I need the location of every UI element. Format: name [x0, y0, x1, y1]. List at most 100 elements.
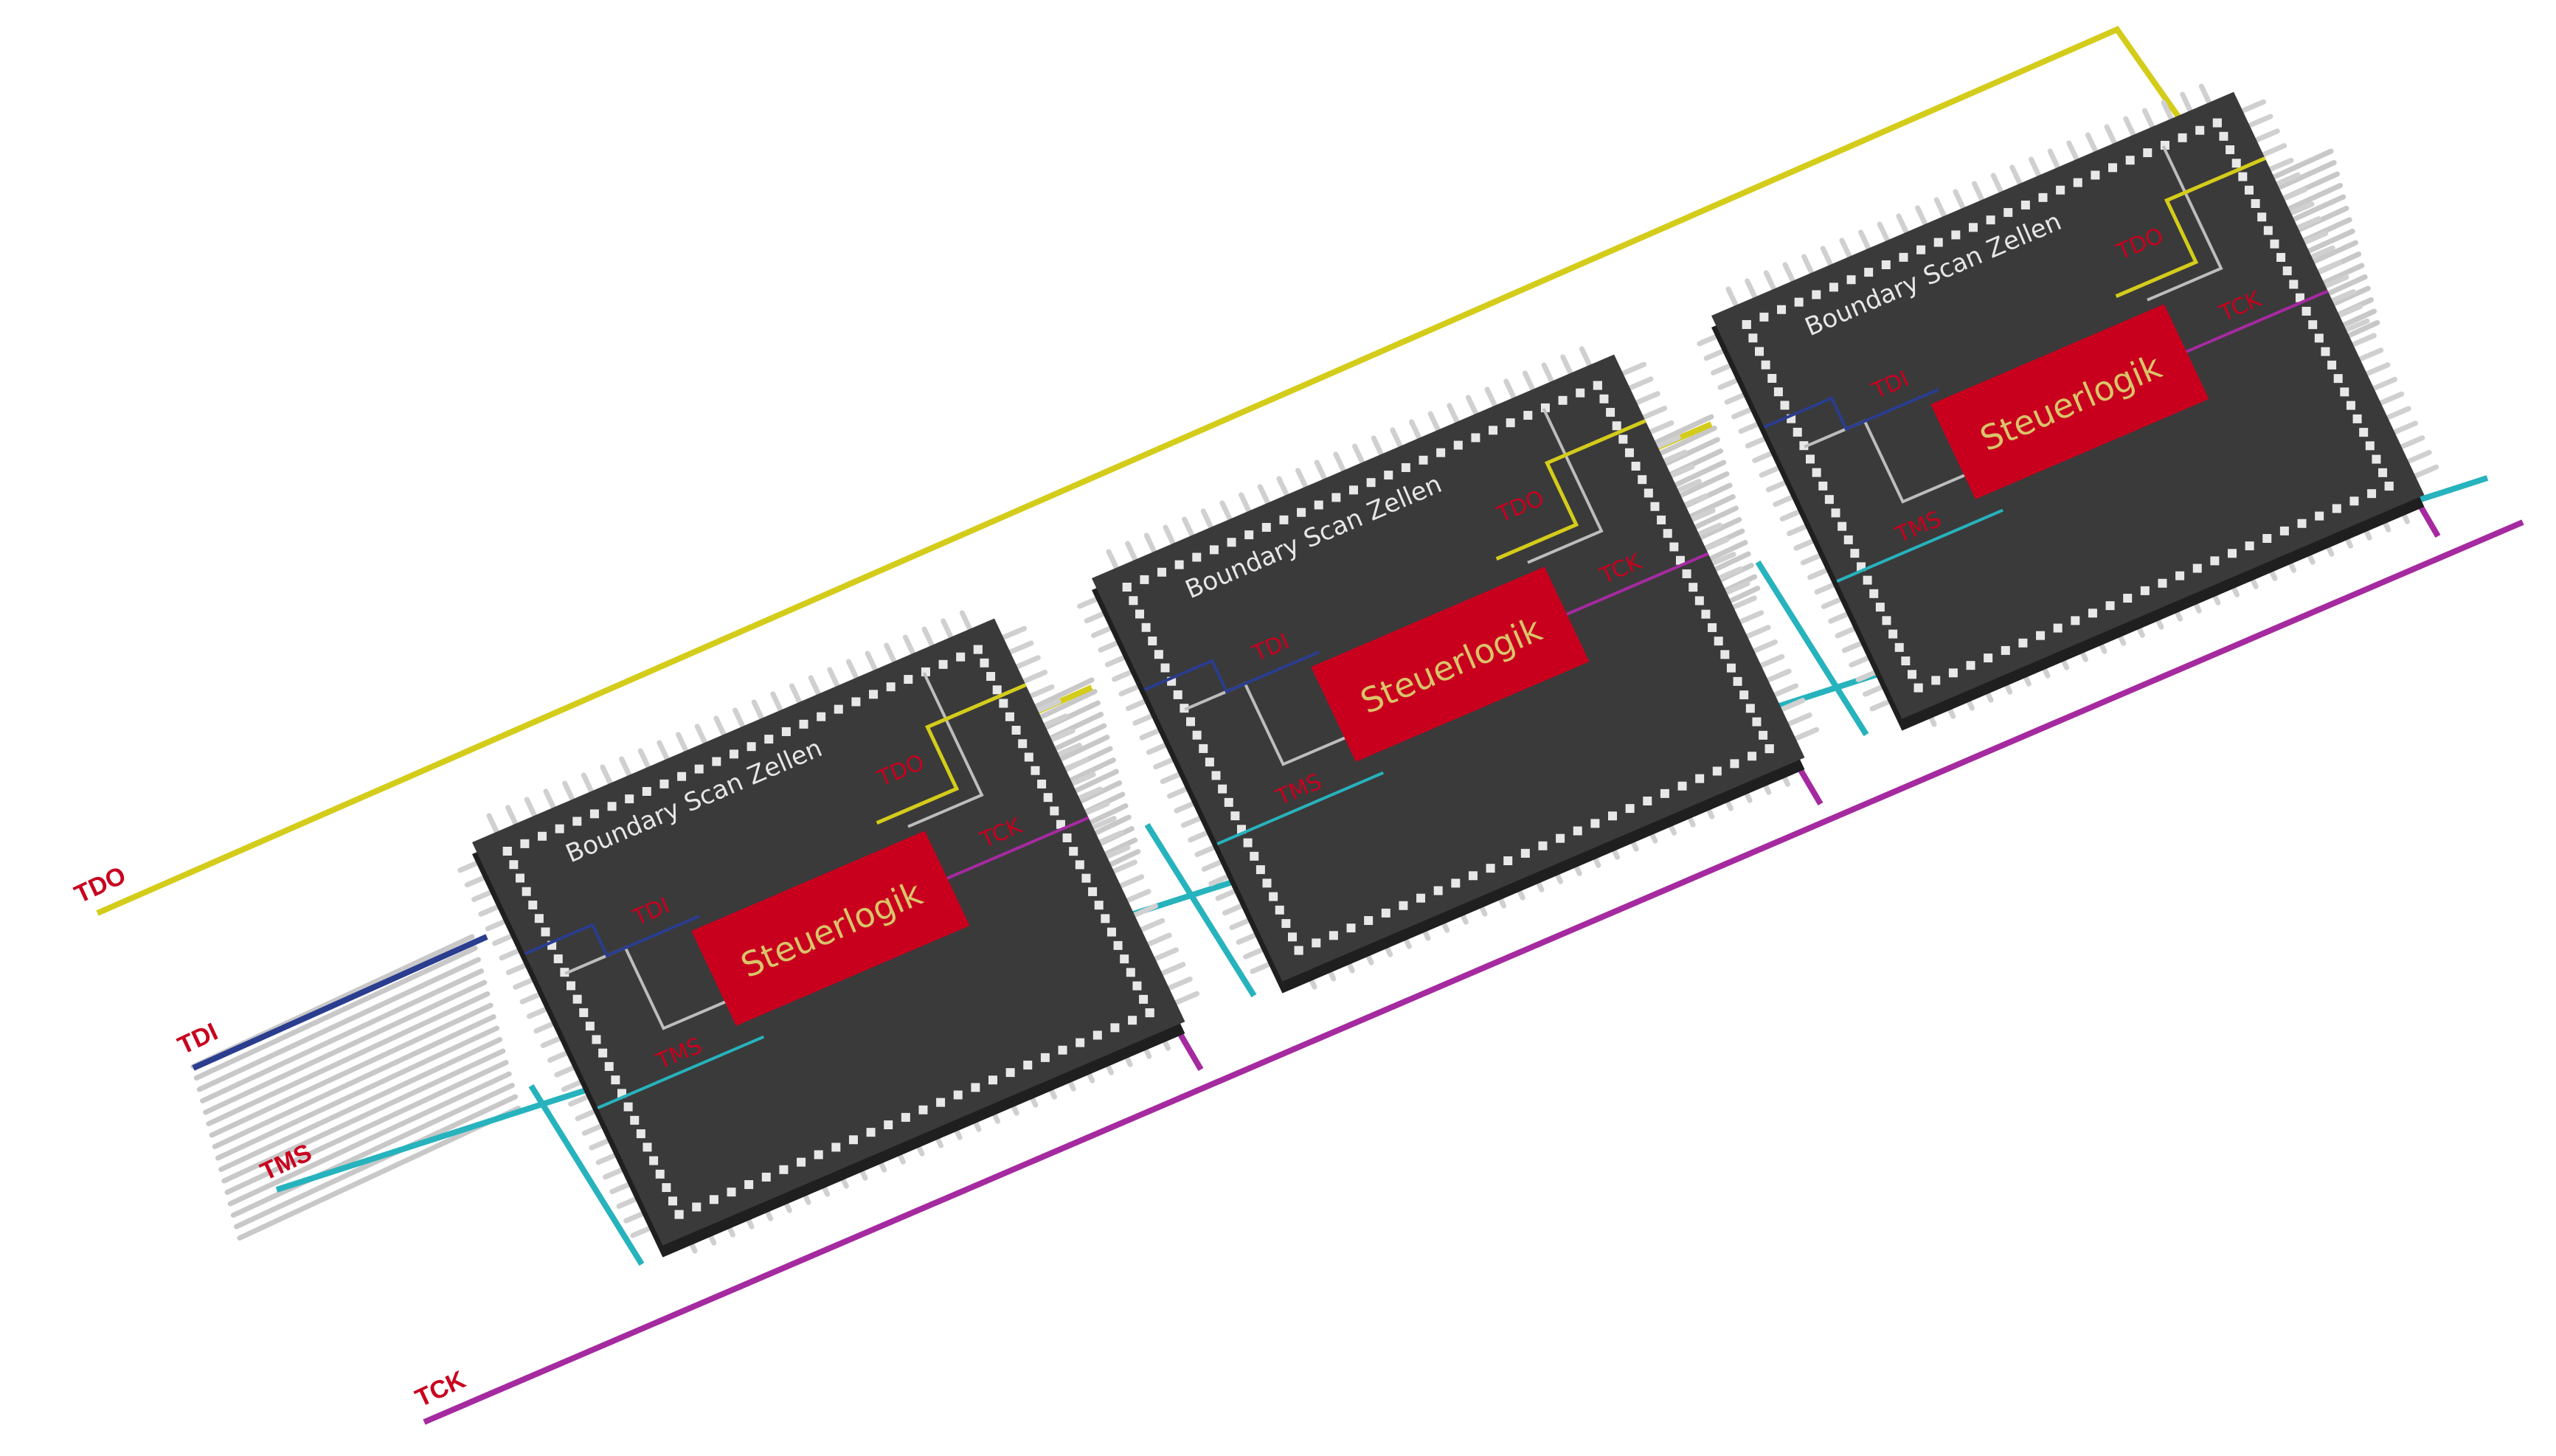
scan-cell — [1120, 954, 1129, 964]
chip-pin — [1125, 889, 1151, 904]
scan-cell — [1043, 793, 1053, 802]
scan-cell — [1433, 886, 1443, 895]
chip-pin — [1522, 370, 1536, 392]
scan-cell — [973, 645, 983, 654]
chip-pin — [1146, 932, 1172, 947]
chip-pin — [921, 626, 935, 648]
inner-tdo-trace — [2115, 156, 2266, 298]
scan-cell — [1916, 245, 1926, 254]
scan-cell — [1075, 860, 1084, 870]
chip-pin — [1915, 205, 1928, 227]
chip-pin — [2281, 187, 2308, 201]
scan-cell — [555, 824, 564, 833]
scan-cell — [1907, 670, 1916, 679]
scan-cell — [1076, 1038, 1085, 1047]
chip-pin — [1763, 270, 1777, 292]
scan-cell — [1689, 583, 1698, 592]
scan-cell — [727, 1188, 736, 1197]
scan-cell — [2143, 148, 2152, 158]
chip-pin — [1990, 173, 2004, 195]
scan-cell — [712, 757, 721, 766]
chip-pin — [1745, 278, 1758, 300]
scan-cell — [1864, 268, 1874, 277]
scan-cell — [694, 764, 704, 774]
scan-cell — [2315, 511, 2324, 521]
chip-pin — [2028, 156, 2042, 178]
scan-cell — [649, 1156, 659, 1165]
scan-cell — [1230, 811, 1240, 821]
scan-cell — [509, 860, 519, 870]
scan-cell — [662, 1183, 671, 1193]
chip-pin — [1953, 189, 1966, 211]
chip-pin — [2198, 83, 2212, 105]
scan-cell — [953, 1090, 963, 1100]
scan-cell — [1281, 919, 1291, 929]
scan-cell — [1106, 927, 1116, 937]
scan-cell — [585, 1022, 595, 1031]
chip-pin — [2371, 376, 2397, 392]
chip-pin — [581, 772, 595, 794]
scan-cell — [1733, 676, 1742, 686]
scan-cell — [2001, 645, 2010, 655]
scan-cell — [2276, 252, 2286, 262]
chip-pin — [619, 756, 632, 778]
chip-pin — [2412, 464, 2439, 479]
scan-cell — [1381, 908, 1390, 918]
scan-cell — [1643, 796, 1652, 805]
scan-cell — [1180, 704, 1189, 713]
chip-pin — [789, 683, 803, 705]
chip-pin — [2309, 245, 2335, 260]
scan-cell — [2036, 631, 2046, 640]
chip-pin — [1152, 947, 1180, 962]
scan-cell — [1831, 508, 1840, 518]
scan-cell — [2123, 594, 2133, 603]
chip-pin — [1560, 354, 1573, 376]
chip-pin — [1839, 238, 1852, 260]
chip-pin — [1731, 595, 1757, 610]
scan-cell — [1777, 305, 1787, 314]
scan-cell — [1951, 230, 1961, 240]
scan-cell — [1931, 676, 1941, 685]
chip-pin — [2047, 148, 2060, 170]
scan-cell — [1824, 495, 1834, 505]
scan-cell — [1650, 502, 1660, 511]
scan-cell — [553, 954, 563, 963]
scan-cell — [1092, 1030, 1102, 1040]
scan-cell — [1227, 538, 1236, 547]
scan-cell — [1126, 968, 1135, 977]
chip-pin — [1097, 830, 1124, 845]
chip-pin — [1314, 460, 1328, 482]
scan-cell — [1185, 717, 1195, 727]
scan-cell — [1806, 454, 1815, 464]
scan-cell — [866, 1128, 876, 1137]
scan-cell — [598, 1048, 608, 1058]
scan-cell — [1129, 596, 1138, 606]
chip-pin — [1028, 684, 1055, 698]
scan-cell — [611, 1075, 620, 1085]
chip-pin — [1689, 507, 1716, 522]
chip-pin — [1090, 816, 1117, 831]
scan-cell — [988, 1075, 998, 1085]
chip-pin — [1648, 420, 1674, 434]
scan-cell — [1881, 260, 1891, 269]
scan-cell — [1720, 650, 1730, 659]
chip-pin — [2274, 172, 2301, 187]
chip-pin — [1620, 361, 1647, 376]
scan-cell — [1005, 712, 1014, 721]
inner-tdi-trace — [524, 915, 700, 958]
scan-cell — [1638, 475, 1647, 485]
chip-pin — [2247, 114, 2273, 128]
scan-cell — [1948, 668, 1958, 678]
scan-cell — [1818, 481, 1828, 490]
chip-pin — [2268, 157, 2294, 172]
scan-cell — [2073, 178, 2082, 187]
chip-pin — [1786, 712, 1812, 727]
scan-cell — [528, 900, 538, 909]
inner-scan-path-out — [907, 672, 984, 828]
scan-cell — [623, 1102, 633, 1112]
chip-pin — [1132, 903, 1158, 918]
scan-cell — [2367, 489, 2377, 499]
chip-pin — [2344, 318, 2370, 333]
signal-labels: TDO TDI TMS TCK — [70, 861, 470, 1412]
scan-cell — [1471, 433, 1480, 443]
